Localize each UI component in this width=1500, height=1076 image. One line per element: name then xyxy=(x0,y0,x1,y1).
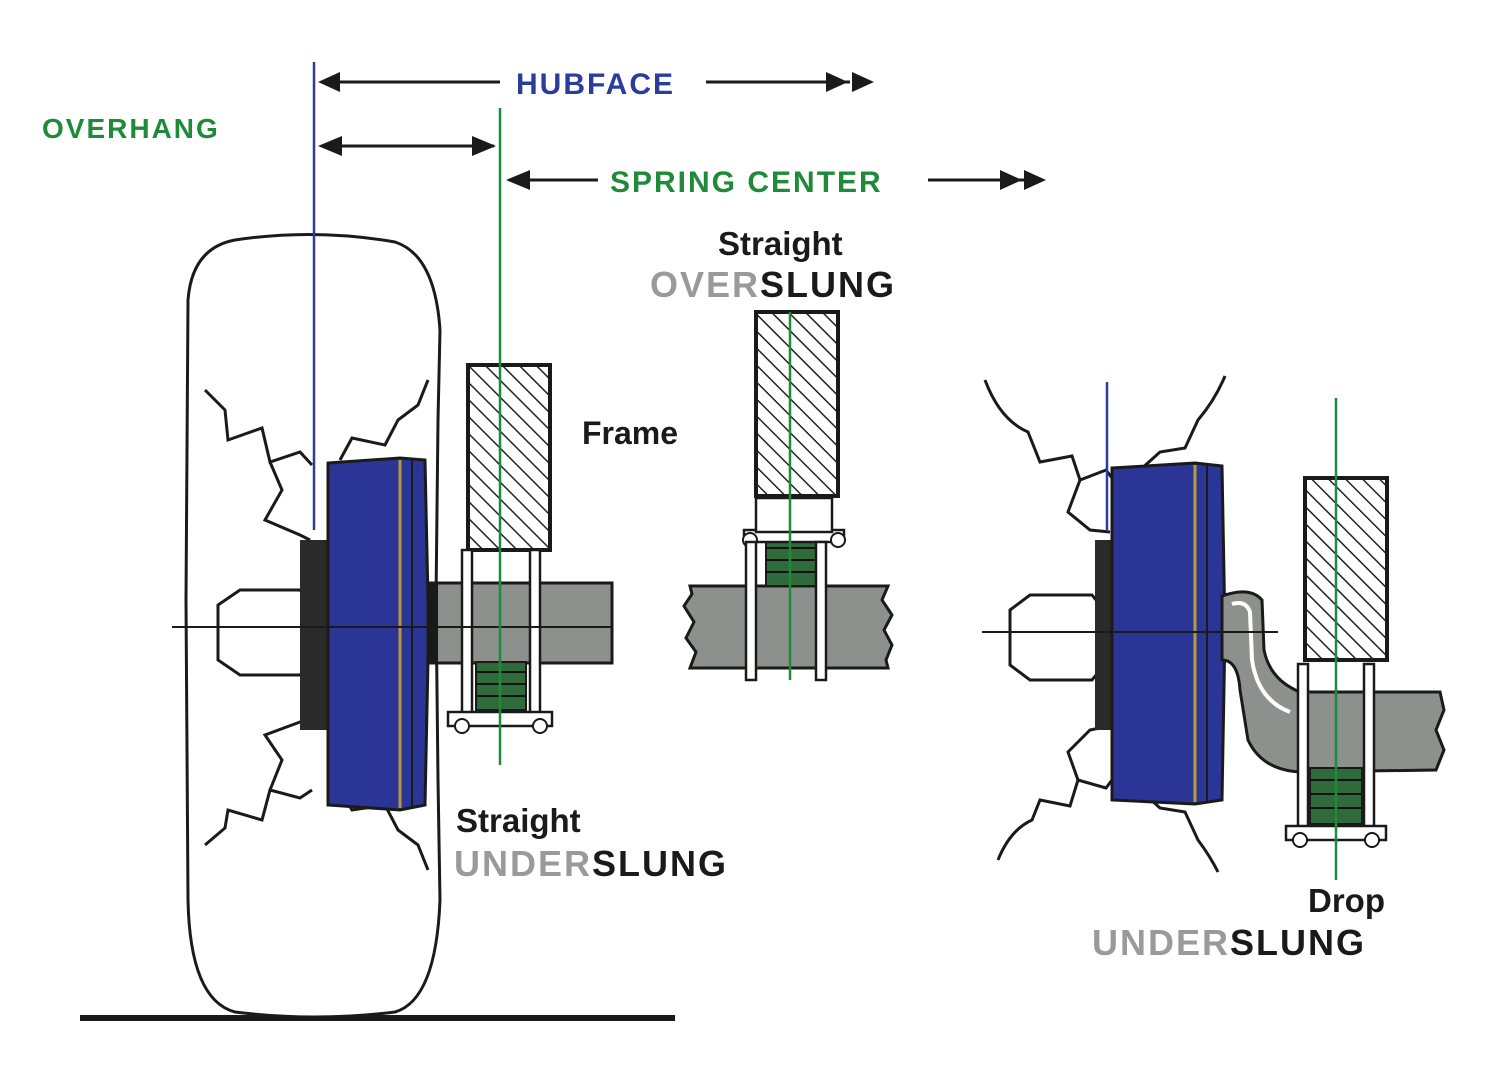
drop-axle xyxy=(1220,590,1446,774)
straight-overslung-assembly xyxy=(682,310,894,682)
brake-drum-right xyxy=(1110,461,1227,806)
hub-nut xyxy=(216,588,310,677)
axle-left xyxy=(426,581,614,665)
underslung-gray-part: UNDER xyxy=(454,843,592,884)
hubface-dimension xyxy=(318,72,874,92)
frame-middle xyxy=(754,310,840,498)
frame-left xyxy=(466,363,552,552)
overslung-dark-part: SLUNG xyxy=(760,264,896,305)
spring-center-dimension xyxy=(506,170,1046,190)
overslung-gray-part: OVER xyxy=(650,264,760,305)
drop-underslung-line1: Drop xyxy=(1308,882,1385,919)
straight-underslung-line1: Straight xyxy=(456,802,581,839)
underslung-dark-part: SLUNG xyxy=(592,843,728,884)
overhang-label: OVERHANG xyxy=(42,113,220,144)
frame-label: Frame xyxy=(582,415,678,451)
spring-center-label: SPRING CENTER xyxy=(610,166,883,199)
drop-underslung-dark-part: SLUNG xyxy=(1230,922,1366,963)
straight-underslung-assembly xyxy=(172,232,614,1019)
tire-fragment-upper xyxy=(983,375,1227,482)
straight-overslung-line2: OVERSLUNG xyxy=(650,264,896,305)
overhang-dimension xyxy=(318,136,496,156)
tire-bead-upper xyxy=(203,379,430,467)
straight-overslung-line1: Straight xyxy=(718,225,843,262)
drop-underslung-line2: UNDERSLUNG xyxy=(1092,922,1366,963)
straight-underslung-line2: UNDERSLUNG xyxy=(454,843,728,884)
hubface-label: HUBFACE xyxy=(516,68,675,101)
frame-right xyxy=(1303,476,1389,662)
axle-middle xyxy=(682,584,894,670)
hub-nut-right xyxy=(1008,593,1102,682)
tire-fragment-lower xyxy=(996,778,1220,873)
drop-underslung-gray-part: UNDER xyxy=(1092,922,1230,963)
drop-underslung-assembly xyxy=(982,375,1446,880)
